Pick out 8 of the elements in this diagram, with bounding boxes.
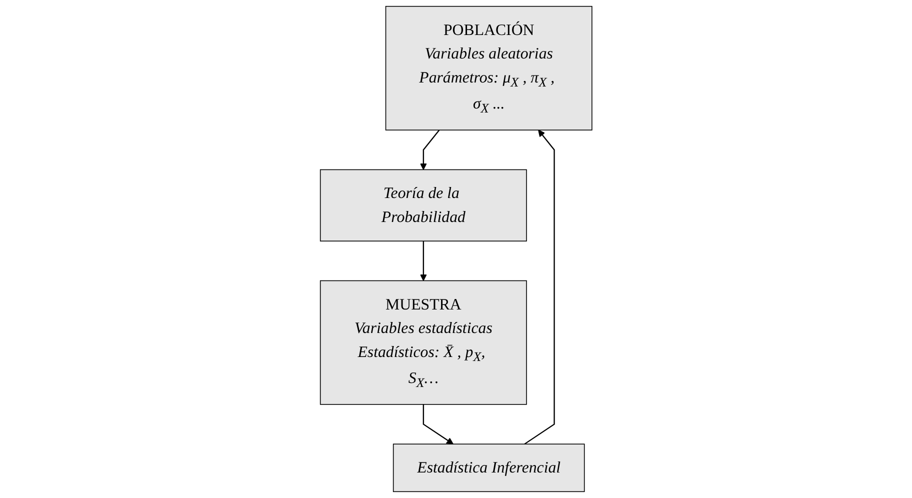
node-box: MUESTRA Variables estadísticas Estadísticos: X̄ , p$_{X}$, S$_{X}$… [320, 280, 527, 405]
node-box: Teoría de la Probabilidad [320, 169, 527, 242]
arrow [422, 404, 454, 444]
node-box: POBLACIÓN Variables aleatorias Parámetros: μ$_{X}$ , π$_{X}$ , σ$_{X}$ ... [385, 6, 592, 130]
arrow [420, 130, 440, 170]
arrow [420, 241, 427, 282]
node-box: Estadística Inferencial [392, 444, 585, 492]
arrow [524, 130, 555, 445]
